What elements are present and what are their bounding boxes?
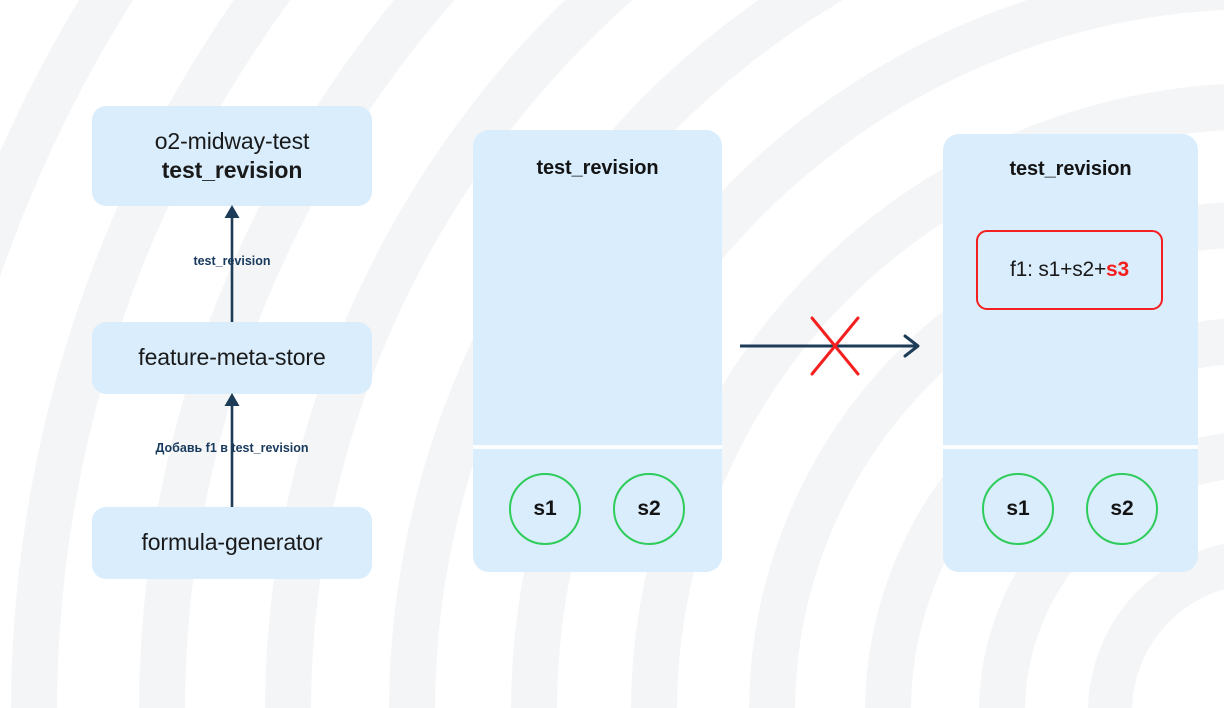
edge-arrow-upper bbox=[224, 205, 240, 328]
node-formula-generator[interactable]: formula-generator bbox=[92, 507, 372, 579]
panel-title: test_revision bbox=[1009, 158, 1132, 180]
node-title-primary: feature-meta-store bbox=[138, 344, 326, 371]
panel-divider bbox=[943, 445, 1198, 449]
node-feature-meta-store[interactable]: feature-meta-store bbox=[92, 322, 372, 394]
panel-revision-after[interactable]: test_revision f1: s1+s2+s3 s1 s2 bbox=[943, 134, 1198, 572]
source-label: s2 bbox=[637, 497, 661, 520]
panel-divider bbox=[473, 445, 722, 449]
formula-new-term: s3 bbox=[1106, 258, 1130, 281]
source-circle-s2[interactable]: s2 bbox=[1086, 473, 1158, 545]
source-label: s1 bbox=[533, 497, 557, 520]
arrow-right-icon bbox=[740, 334, 920, 358]
cross-icon bbox=[810, 316, 860, 376]
edge-arrow-lower bbox=[224, 393, 240, 512]
formula-base: f1: s1+s2+ bbox=[1009, 258, 1107, 281]
node-title-primary: formula-generator bbox=[141, 529, 323, 556]
source-circle-s1[interactable]: s1 bbox=[509, 473, 581, 545]
panel-title: test_revision bbox=[536, 157, 659, 179]
node-title-secondary: test_revision bbox=[161, 157, 303, 183]
formula-card-f1[interactable]: f1: s1+s2+s3 bbox=[976, 230, 1163, 310]
panel-revision-before[interactable]: test_revision s1 s2 bbox=[473, 130, 722, 572]
source-circle-s1[interactable]: s1 bbox=[982, 473, 1054, 545]
source-label: s2 bbox=[1110, 497, 1134, 520]
edge-label-lower: Добавь f1 в test_revision bbox=[155, 441, 309, 455]
blocked-transition bbox=[740, 316, 920, 376]
source-label: s1 bbox=[1006, 497, 1030, 520]
edge-label-upper: test_revision bbox=[193, 254, 271, 268]
node-o2-midway-test[interactable]: o2-midway-test test_revision bbox=[92, 106, 372, 206]
node-title-primary: o2-midway-test bbox=[154, 127, 310, 154]
formula-expression: f1: s1+s2+s3 bbox=[1010, 258, 1129, 282]
source-circle-s2[interactable]: s2 bbox=[613, 473, 685, 545]
